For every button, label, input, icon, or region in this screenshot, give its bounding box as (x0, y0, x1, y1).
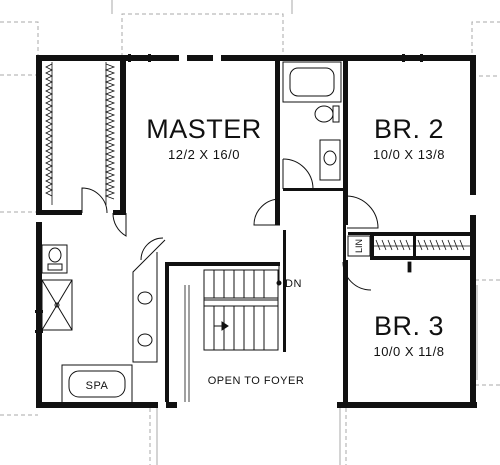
linen-closet (347, 235, 371, 257)
room-name-master: MASTER (146, 114, 262, 144)
room-name-br3: BR. 3 (374, 311, 444, 341)
stairs-down-label: DN (285, 278, 302, 290)
door-swings (81, 158, 379, 291)
hall-bath-fixtures (282, 61, 342, 181)
room-dims-master: 12/2 X 16/0 (168, 147, 240, 162)
staircase (203, 269, 279, 351)
railing (184, 285, 190, 402)
linen-label: LIN (354, 239, 364, 253)
hall-closet-shelving (374, 239, 470, 273)
room-dims-br3: 10/0 X 11/8 (373, 344, 444, 359)
master-bath-fixtures (41, 239, 166, 404)
stair-direction-arrow (214, 262, 282, 331)
interior-walls (42, 55, 470, 408)
spa-label: SPA (86, 380, 109, 392)
room-dims-br2: 10/0 X 13/8 (373, 147, 445, 162)
window-marks (35, 54, 423, 333)
roof-outlines (0, 13, 500, 465)
open-to-foyer-label: OPEN TO FOYER (208, 375, 305, 387)
porch-lines (111, 0, 478, 465)
closet-shelving (45, 62, 116, 205)
room-name-br2: BR. 2 (374, 114, 444, 144)
exterior-walls (36, 55, 477, 408)
